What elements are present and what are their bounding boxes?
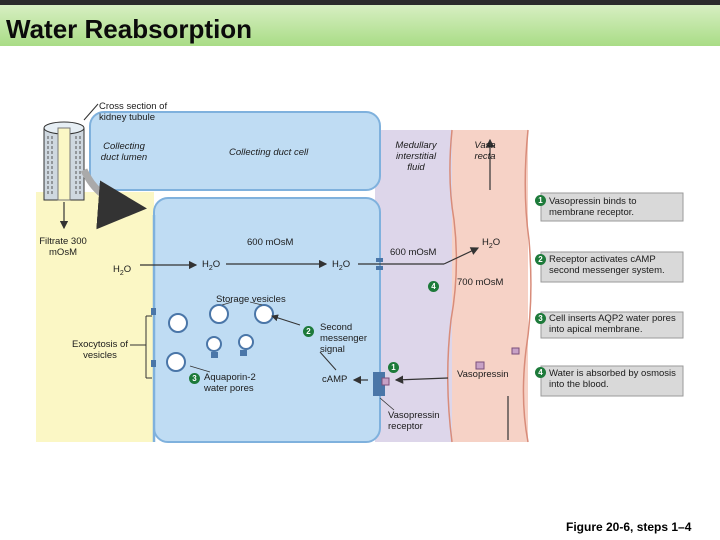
aquaporin-label: Aquaporin-2 water pores (204, 372, 256, 394)
step-box-badge-4: 4 (535, 367, 546, 378)
water-label: H2O (202, 259, 221, 272)
step-badge-2: 2 (303, 326, 314, 337)
step-1-box (540, 192, 684, 222)
second-messenger-label: Second messenger signal (320, 322, 367, 355)
callout-line (189, 365, 211, 373)
upper-duct-cell (89, 111, 381, 191)
zoom-arrow (80, 168, 147, 230)
interstitial-osm-label: 600 mOsM (390, 247, 437, 258)
binding-arrow (394, 375, 449, 384)
step-1-text: Vasopressin binds to membrane receptor. (549, 196, 637, 218)
aquaporin-pore (211, 352, 218, 358)
filtrate-label: Filtrate 300 mOsM (39, 236, 87, 258)
receptor-label: Vasopressin receptor (388, 410, 440, 432)
signal-arrow (319, 351, 337, 371)
vasopressin-molecule (511, 347, 520, 355)
storage-vesicle (166, 352, 186, 372)
step-4-box (540, 365, 684, 397)
interstitial-region (375, 130, 452, 442)
title-bar: Water Reabsorption (0, 0, 720, 46)
step-badge-1: 1 (388, 362, 399, 373)
water-arrow-blood (443, 247, 480, 265)
water-channel (376, 266, 383, 270)
aquaporin-pore (151, 308, 156, 315)
exocytosis-label: Exocytosis of vesicles (72, 339, 128, 361)
water-label: H2O (332, 259, 351, 272)
vessel-wall (447, 129, 458, 443)
page-title: Water Reabsorption (6, 14, 253, 44)
interstitial-label: Medullary interstitial fluid (395, 140, 437, 173)
storage-vesicle (238, 334, 254, 350)
lumen-region (36, 192, 154, 442)
blood-osm-label: 700 mOsM (457, 277, 504, 288)
vasopressin-label: Vasopressin (457, 369, 509, 380)
cross-section-label: Cross section of kidney tubule (99, 101, 168, 123)
vasa-recta-label: Vasa recta (474, 140, 496, 162)
duct-cell-label: Collecting duct cell (229, 147, 309, 158)
cell-osm-label: 600 mOsM (247, 237, 294, 248)
step-box-badge-1: 1 (535, 195, 546, 206)
step-3-box (540, 311, 684, 339)
step-badge-3: 3 (189, 373, 200, 384)
step-3-text: Cell inserts AQP2 water pores into apica… (549, 313, 676, 335)
callout-line (83, 103, 99, 121)
storage-vesicle (254, 304, 274, 324)
callout-line (379, 397, 395, 411)
aquaporin-pore (240, 350, 247, 356)
storage-vesicles-label: Storage vesicles (216, 294, 286, 305)
water-label: H2O (482, 237, 501, 250)
step-4-text: Water is absorbed by osmosis into the bl… (549, 368, 676, 390)
signal-arrow (271, 314, 301, 326)
storage-vesicle (206, 336, 222, 352)
lumen-label: Collecting duct lumen (100, 141, 148, 163)
camp-label: cAMP (322, 374, 348, 385)
storage-vesicle (168, 313, 188, 333)
water-label: H2O (113, 264, 132, 277)
water-channel (376, 258, 383, 262)
storage-vesicle (209, 304, 229, 324)
vessel-wall (522, 129, 532, 443)
callout-line (249, 301, 263, 306)
figure-caption: Figure 20-6, steps 1–4 (566, 520, 692, 534)
exocytosis-bracket (130, 315, 152, 379)
vasopressin-molecule (475, 361, 485, 370)
step-2-box (540, 251, 684, 283)
aquaporin-pore (151, 360, 156, 367)
step-2-text: Receptor activates cAMP second messenger… (549, 254, 665, 276)
bound-vasopressin (381, 377, 390, 386)
step-badge-4: 4 (428, 281, 439, 292)
kidney-tubule-icon (43, 121, 85, 201)
callout-line (221, 301, 233, 306)
step-box-badge-2: 2 (535, 254, 546, 265)
title-band (0, 5, 720, 46)
step-box-badge-3: 3 (535, 313, 546, 324)
